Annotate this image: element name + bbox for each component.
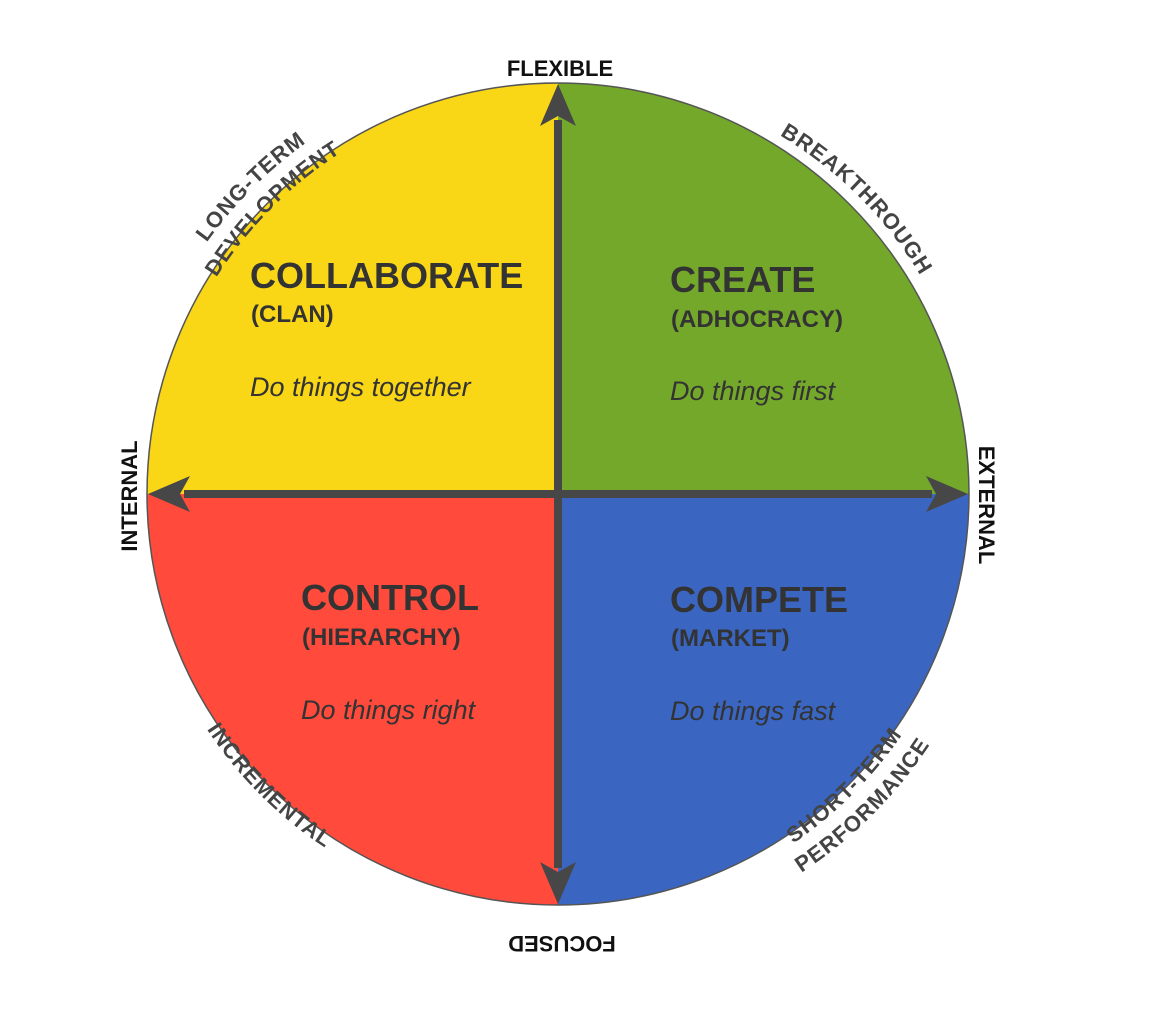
control-block: CONTROL (HIERARCHY) Do things right [301,577,479,725]
create-subtitle: (ADHOCRACY) [671,306,843,333]
control-motto: Do things right [301,695,477,725]
control-subtitle: (HIERARCHY) [302,624,461,651]
arrow-right-icon [926,476,968,512]
axis-label-focused: FOCUSED [508,931,616,956]
quadrant-collaborate [147,83,558,494]
axis-label-internal: INTERNAL [117,440,142,551]
arrow-left-icon [148,476,190,512]
collaborate-subtitle: (CLAN) [251,301,334,328]
quadrant-compete [558,494,969,905]
quadrant-create [558,83,969,494]
create-motto: Do things first [670,376,837,406]
axes [148,84,968,904]
axis-label-external: EXTERNAL [974,446,999,565]
collaborate-motto: Do things together [250,372,472,402]
quadrant-control [147,494,558,905]
compete-title: COMPETE [670,579,848,620]
collaborate-block: COLLABORATE (CLAN) Do things together [250,255,523,402]
outer-circle [146,82,970,906]
create-block: CREATE (ADHOCRACY) Do things first [670,259,843,406]
arrow-down-icon [540,862,576,904]
compete-block: COMPETE (MARKET) Do things fast [670,579,848,726]
create-title: CREATE [670,259,815,300]
axis-label-flexible: FLEXIBLE [507,56,613,81]
control-title: CONTROL [301,577,479,618]
collaborate-title: COLLABORATE [250,255,523,296]
compete-motto: Do things fast [670,696,837,726]
compete-subtitle: (MARKET) [671,625,790,652]
arrow-up-icon [540,84,576,126]
